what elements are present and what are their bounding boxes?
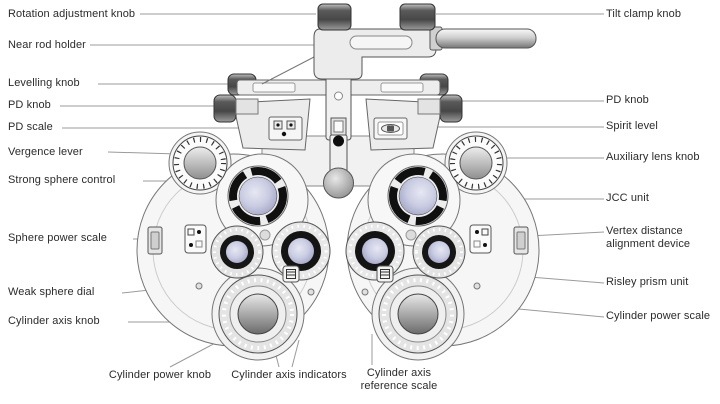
label-cylinder-power-scale: Cylinder power scale: [606, 310, 711, 322]
label-cylinder-axis-indicators: Cylinder axis indicators: [231, 369, 347, 381]
spirit-level: [373, 117, 408, 140]
sphere-lens: [227, 165, 289, 227]
vertex-distance-tab: [147, 226, 163, 255]
tilt-clamp-knob: [399, 3, 436, 31]
near-rod: [435, 28, 537, 49]
auxiliary-lens-dial: [172, 135, 228, 191]
label-pd-knob-right: PD knob: [606, 94, 649, 106]
weak-sphere-dial: [210, 225, 264, 279]
pivot-disc: [259, 229, 271, 241]
bar-window-left: [252, 82, 296, 93]
label-near-rod-holder: Near rod holder: [8, 39, 86, 51]
cylinder-axis-indicator-button: [282, 265, 300, 283]
pd-scale-plate: [268, 116, 303, 141]
cylinder-dial: [218, 274, 298, 354]
right-eye-assembly: [342, 74, 539, 360]
label-tilt-clamp-knob: Tilt clamp knob: [606, 8, 682, 20]
bar-window-right: [380, 82, 424, 93]
leader-lines: [60, 13, 605, 368]
label-weak-sphere-dial: Weak sphere dial: [8, 286, 95, 298]
bracket-strut: [261, 56, 315, 85]
label-cylinder-power-knob: Cylinder power knob: [108, 369, 212, 381]
label-levelling-knob: Levelling knob: [8, 77, 80, 89]
leader-vertex-distance-device: [528, 231, 605, 237]
label-jcc-unit: JCC unit: [606, 192, 649, 204]
main-aperture: [271, 221, 331, 281]
bracket-slot: [349, 35, 413, 50]
pd-knob-roller: [213, 94, 237, 123]
label-strong-sphere-control: Strong sphere control: [8, 174, 116, 186]
label-cylinder-axis-reference-scale: Cylinder axis reference scale: [360, 367, 438, 392]
pivot-ball: [323, 167, 354, 199]
label-cylinder-axis-knob: Cylinder axis knob: [8, 315, 100, 327]
rivet: [307, 288, 315, 296]
column-notch-inner: [333, 120, 344, 133]
label-risley-prism-unit: Risley prism unit: [606, 276, 689, 288]
rivet: [195, 282, 203, 290]
sphere-power-scale-plate: [184, 224, 207, 254]
label-sphere-power-scale: Sphere power scale: [8, 232, 108, 244]
label-vertex-distance-alignment-device: Vertex distance alignment device: [606, 225, 691, 250]
label-rotation-adjustment-knob: Rotation adjustment knob: [8, 8, 136, 20]
label-vergence-lever: Vergence lever: [8, 146, 83, 158]
label-auxiliary-lens-knob: Auxiliary lens knob: [606, 151, 700, 163]
left-eye-assembly: [136, 73, 335, 361]
central-assembly: [236, 67, 441, 199]
leader-vergence-lever: [107, 151, 179, 155]
pd-roller-mount: [235, 98, 259, 115]
column-hole: [334, 91, 343, 101]
rotation-adjustment-knob: [317, 3, 352, 31]
label-pd-knob-left: PD knob: [8, 99, 51, 111]
column-black-dot: [333, 135, 344, 147]
label-pd-scale: PD scale: [8, 121, 53, 133]
leader-cylinder-axis-indicators-b: [291, 339, 300, 368]
top-assembly: [261, 3, 537, 85]
label-spirit-level: Spirit level: [606, 120, 658, 132]
